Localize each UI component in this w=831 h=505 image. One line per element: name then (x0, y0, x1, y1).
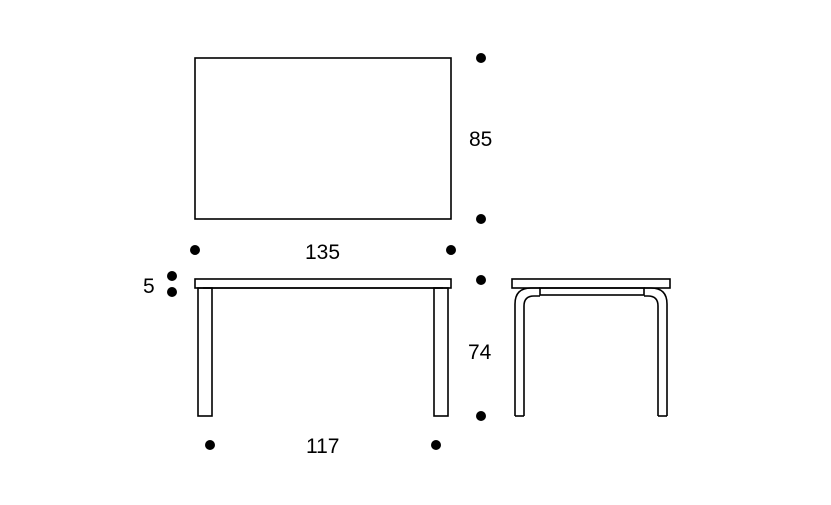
leg-span-marker-right (431, 440, 441, 450)
depth-marker-bottom (476, 214, 486, 224)
depth-dimension: 85 (469, 53, 492, 224)
side-view (511, 278, 671, 417)
height-label: 74 (468, 341, 492, 364)
top-view (194, 57, 452, 220)
leg-span-dimension: 117 (205, 435, 441, 458)
side-tabletop (511, 278, 671, 289)
front-right-leg (433, 287, 449, 417)
side-apron (539, 287, 645, 296)
thickness-marker-top (167, 271, 177, 281)
front-tabletop (194, 278, 452, 289)
thickness-label: 5 (143, 275, 155, 298)
thickness-marker-bottom (167, 287, 177, 297)
depth-marker-top (476, 53, 486, 63)
width-dimension: 135 (190, 241, 456, 264)
height-dimension: 74 (468, 275, 492, 421)
side-right-leg-outer (644, 287, 668, 416)
side-left-leg-inner (523, 295, 540, 416)
width-marker-right (446, 245, 456, 255)
side-left-leg-outer (514, 287, 540, 416)
depth-label: 85 (469, 128, 492, 151)
leg-span-label: 117 (306, 435, 339, 458)
height-marker-top (476, 275, 486, 285)
thickness-dimension: 5 (143, 271, 177, 298)
leg-span-marker-left (205, 440, 215, 450)
front-view (194, 278, 452, 417)
tabletop-outline (194, 57, 452, 220)
width-label: 135 (305, 241, 340, 264)
front-left-leg (197, 287, 213, 417)
width-marker-left (190, 245, 200, 255)
side-right-leg-inner (644, 295, 659, 416)
height-marker-bottom (476, 411, 486, 421)
